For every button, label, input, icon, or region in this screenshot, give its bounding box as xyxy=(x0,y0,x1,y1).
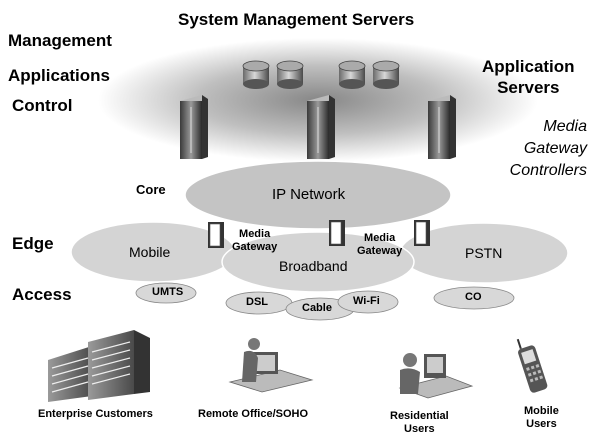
residential-user-icon xyxy=(398,353,474,399)
ip-network-label: IP Network xyxy=(272,186,346,203)
residential-users-label: Residential Users xyxy=(390,410,449,432)
layer-label-access: Access xyxy=(12,285,72,304)
media-gateway-label-1-line2: Gateway xyxy=(232,241,278,253)
media-gateway-label-2-line1: Media xyxy=(364,232,396,244)
residential-users-line1: Residential xyxy=(390,410,449,422)
mobile-users-label: Mobile Users xyxy=(524,405,559,431)
cable-label: Cable xyxy=(302,302,332,314)
layer-label-edge: Edge xyxy=(12,234,54,253)
server-tower-icons xyxy=(180,95,456,159)
wifi-node xyxy=(337,290,399,314)
mgc-line1: Media xyxy=(543,118,587,135)
layer-label-control: Control xyxy=(12,96,73,115)
mgc-line3: Controllers xyxy=(509,162,587,179)
umts-label: UMTS xyxy=(152,286,184,298)
application-servers-label: Application Servers xyxy=(482,56,575,98)
mobile-phone-icon xyxy=(516,338,548,393)
media-gateway-label-2: Media Gateway xyxy=(357,232,402,258)
media-gateway-label-1-line1: Media xyxy=(239,228,271,240)
umts-node xyxy=(135,282,197,304)
media-gateway-label-1: Media Gateway xyxy=(232,228,277,254)
wifi-label: Wi-Fi xyxy=(353,295,380,307)
broadband-network-label: Broadband xyxy=(279,258,348,274)
media-gateway-icons xyxy=(208,220,430,248)
storage-disk-icons xyxy=(242,60,400,89)
broadband-network-ellipse xyxy=(221,231,415,293)
mobile-network-label: Mobile xyxy=(129,244,171,260)
co-node xyxy=(433,286,515,310)
residential-users-line2: Users xyxy=(404,423,435,432)
co-label: CO xyxy=(465,291,482,303)
diagram-title: System Management Servers xyxy=(178,10,415,29)
layer-label-management: Management xyxy=(8,31,112,50)
layer-label-core: Core xyxy=(136,182,166,197)
layer-label-applications: Applications xyxy=(8,66,111,85)
remote-office-label: Remote Office/SOHO xyxy=(198,408,309,420)
ip-network-ellipse xyxy=(184,160,452,230)
enterprise-customers-label: Enterprise Customers xyxy=(38,408,153,420)
enterprise-building-icon xyxy=(48,330,150,402)
dsl-label: DSL xyxy=(246,296,268,308)
application-servers-line1: Application xyxy=(482,57,575,76)
remote-office-icon xyxy=(228,338,314,393)
mgc-line2: Gateway xyxy=(523,140,587,157)
pstn-network-label: PSTN xyxy=(465,245,503,261)
media-gateway-controllers-label: Media Gateway Controllers xyxy=(495,116,587,182)
mobile-users-line1: Mobile xyxy=(524,405,559,417)
mobile-users-line2: Users xyxy=(526,418,557,430)
application-servers-line2: Servers xyxy=(497,78,560,97)
media-gateway-label-2-line2: Gateway xyxy=(357,245,403,257)
